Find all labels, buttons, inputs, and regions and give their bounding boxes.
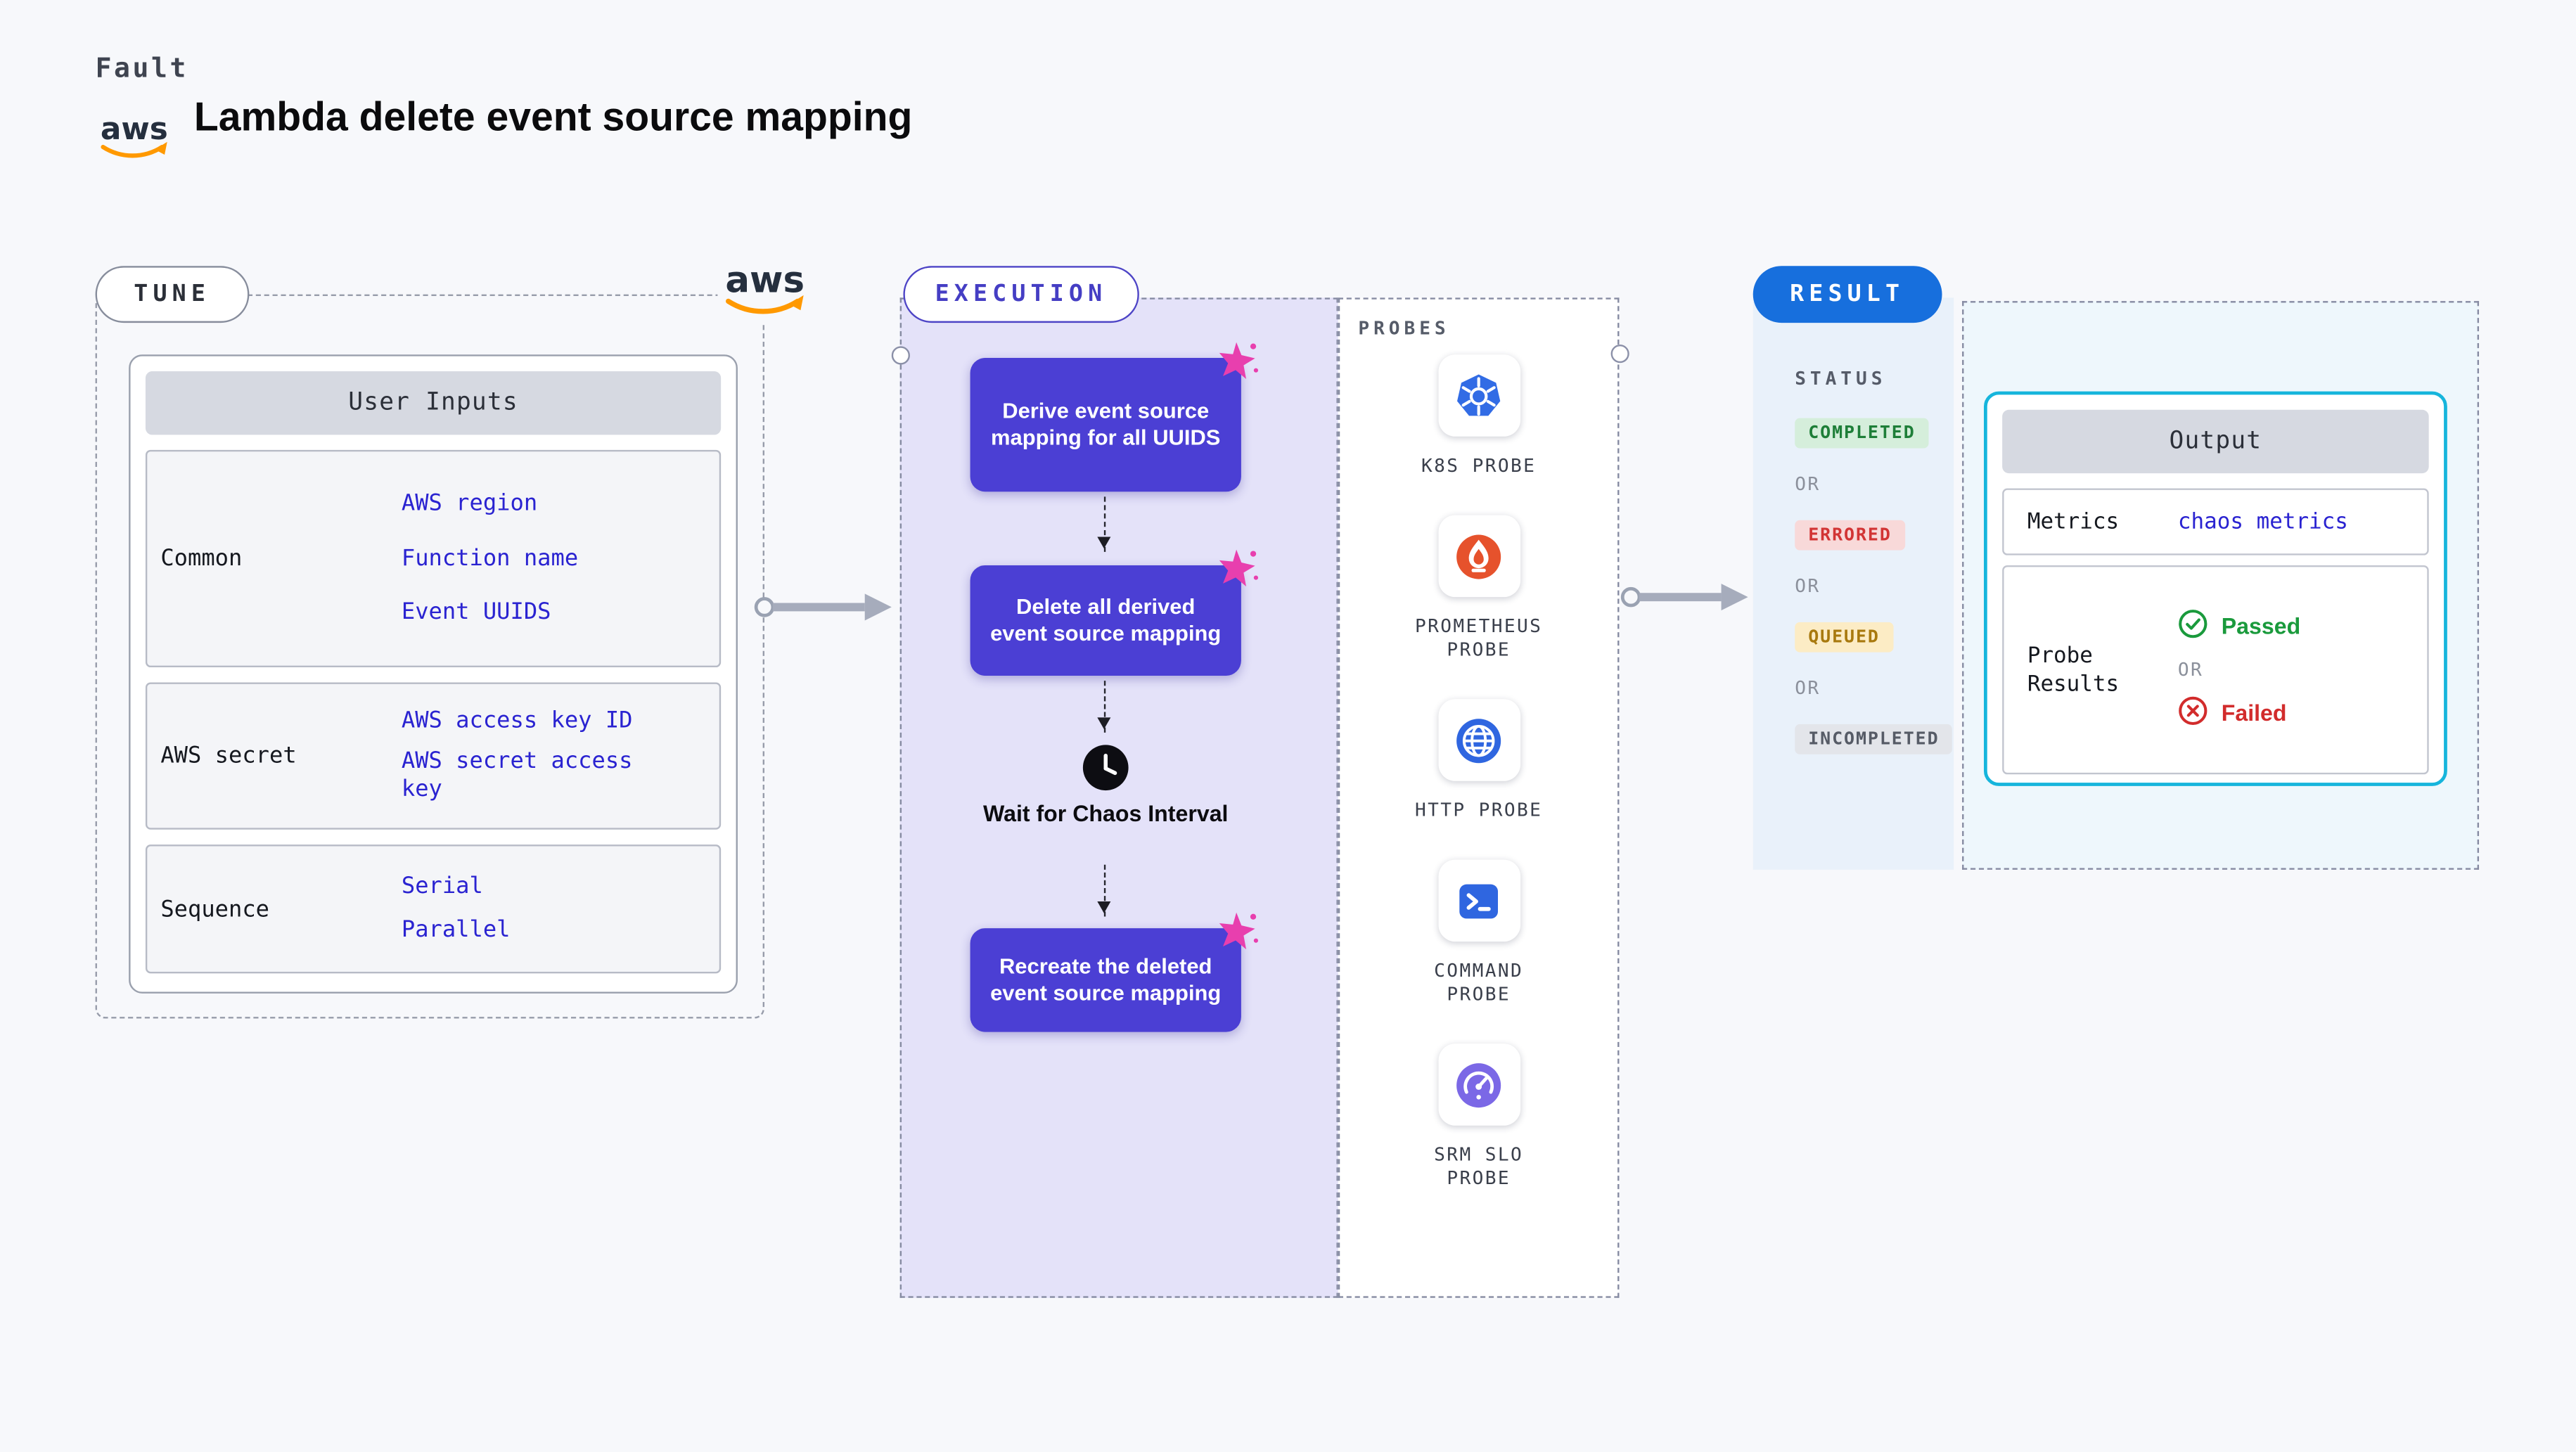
or-label: OR [1795,473,1821,496]
step-connector [1097,496,1111,552]
sparkle-icon [1216,910,1260,953]
output-card: Output Metrics chaos metrics Probe Resul… [1983,391,2447,786]
sparkle-icon [1216,340,1260,383]
step-connector [1097,681,1111,733]
status-badge-completed: COMPLETED [1795,418,1929,449]
flow-arrow-tune-to-execution [754,593,892,621]
probe-label: COMMAND PROBE [1434,960,1524,1006]
or-label: OR [2177,659,2204,681]
connector-port [1610,344,1629,364]
wait-step-label: Wait for Chaos Interval [982,801,1229,827]
http-probe-icon [1437,699,1520,781]
metrics-row: Metrics chaos metrics [2002,488,2429,555]
aws-logo-icon: aws [101,111,168,158]
svg-text:aws: aws [101,111,168,147]
clock-icon [1082,745,1129,791]
input-row-aws-secret: AWS secret AWS access key ID AWS secret … [145,682,722,830]
page-kicker: Fault [95,51,188,84]
input-link-secret-access-key[interactable]: AWS secret access key [401,747,633,802]
probe-label: SRM SLO PROBE [1434,1143,1524,1190]
tune-panel [95,294,765,1019]
flow-step-derive: Derive event source mapping for all UUID… [970,342,1259,492]
probes-heading: PROBES [1358,317,1450,340]
status-badge-queued: QUEUED [1795,622,1893,653]
status-heading: STATUS [1795,368,1887,390]
probes-panel [1338,297,1620,1298]
tune-pill: TUNE [95,266,249,323]
input-link-aws-region[interactable]: AWS region [401,490,538,518]
sparkle-icon [1216,547,1260,591]
connector-port [891,346,910,365]
step-connector [1097,864,1111,917]
flow-step-label: Recreate the deleted event source mappin… [990,953,1222,1006]
result-pill: RESULT [1752,266,1942,323]
or-label: OR [1795,575,1821,598]
command-probe-icon [1437,859,1520,942]
flow-step-label: Derive event source mapping for all UUID… [991,398,1221,450]
input-link-parallel[interactable]: Parallel [401,915,511,943]
passed-label: Passed [2221,613,2301,639]
probe-item-srm-slo: SRM SLO PROBE [1410,1043,1547,1190]
probe-results-row: Probe Results Passed OR [2002,565,2429,775]
x-circle-icon [2178,695,2208,731]
status-panel [1752,297,1954,870]
flow-step-recreate: Recreate the deleted event source mappin… [970,912,1259,1032]
probe-label: PROMETHEUS PROBE [1414,615,1543,661]
chaos-metrics-link[interactable]: chaos metrics [2177,509,2348,534]
probe-item-prometheus: PROMETHEUS PROBE [1410,515,1547,662]
metrics-label: Metrics [2027,509,2120,534]
input-row-label: AWS secret [160,743,297,770]
aws-logo-icon: aws [717,252,812,323]
probe-label: K8S PROBE [1421,454,1537,477]
status-badge-incompleted: INCOMPLETED [1795,724,1953,754]
probe-item-command: COMMAND PROBE [1410,859,1547,1007]
status-badge-errored: ERRORED [1795,520,1905,551]
check-circle-icon [2178,609,2208,644]
input-link-serial[interactable]: Serial [401,873,483,901]
probes-list: K8S PROBE PROMETHEUS PROBE [1338,354,1620,1190]
input-row-label: Sequence [160,895,270,923]
page-title: Lambda delete event source mapping [193,95,913,141]
flow-step-label: Delete all derived event source mapping [990,593,1222,646]
probe-item-http: HTTP PROBE [1410,699,1547,823]
probe-item-k8s: K8S PROBE [1410,354,1547,478]
input-row-common: Common AWS region Function name Event UU… [145,449,722,668]
output-header: Output [2002,409,2429,474]
or-label: OR [1795,677,1821,700]
flow-step-delete: Delete all derived event source mapping [970,549,1259,676]
flow-arrow-execution-to-result [1620,584,1748,611]
input-row-label: Common [160,545,243,572]
probe-label: HTTP PROBE [1414,799,1543,821]
execution-pill: EXECUTION [903,266,1139,323]
srm-slo-probe-icon [1437,1043,1520,1126]
input-link-event-uuids[interactable]: Event UUIDS [401,598,551,625]
user-inputs-header: User Inputs [145,371,722,435]
input-link-function-name[interactable]: Function name [401,544,579,572]
k8s-probe-icon [1437,354,1520,437]
failed-label: Failed [2221,700,2287,726]
svg-text:aws: aws [725,259,805,302]
user-inputs-card: User Inputs Common AWS region Function n… [129,354,738,994]
input-link-access-key-id[interactable]: AWS access key ID [401,707,633,735]
prometheus-probe-icon [1437,515,1520,598]
input-row-sequence: Sequence Serial Parallel [145,844,722,974]
probe-results-label: Probe Results [2027,643,2120,697]
